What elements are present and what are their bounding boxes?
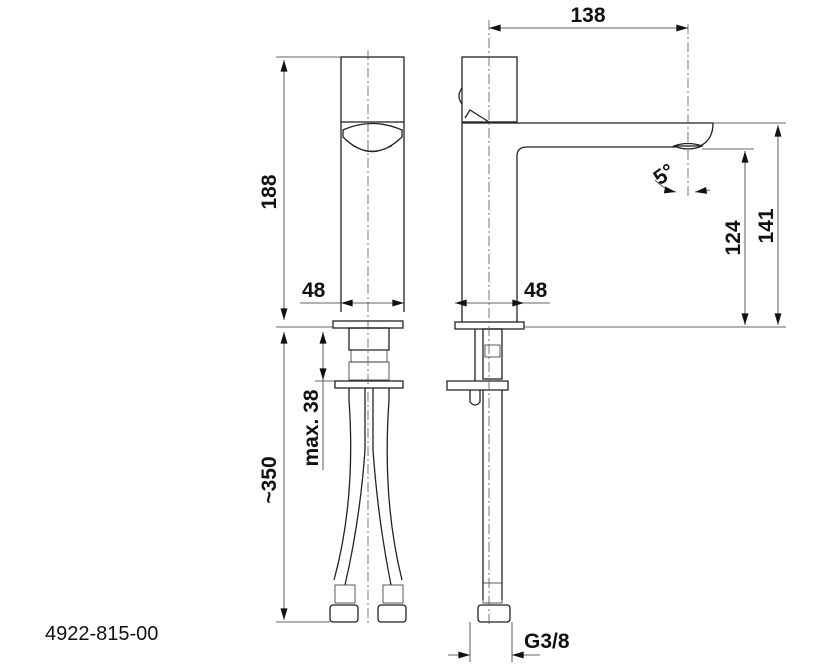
dim-outlet-124: 124 — [722, 220, 745, 255]
dim-angle-5: 5° — [649, 159, 679, 189]
side-dimensions: 138 48 5° 124 141 G3/8 — [448, 4, 786, 662]
side-view — [446, 20, 714, 625]
dim-spout-141: 141 — [755, 208, 778, 243]
dim-reach-138: 138 — [570, 4, 605, 27]
dim-height-188: 188 — [258, 174, 281, 209]
front-dimensions: 188 ~350 max. 38 48 — [258, 56, 405, 623]
part-number: 4922-815-00 — [45, 623, 159, 645]
dim-width-side-48: 48 — [524, 279, 548, 302]
front-view — [329, 50, 407, 625]
dim-thread-g38: G3/8 — [524, 630, 570, 653]
dim-max-38: max. 38 — [300, 389, 323, 466]
dim-hose-350: ~350 — [258, 456, 281, 503]
dim-width-front-48: 48 — [302, 279, 326, 302]
